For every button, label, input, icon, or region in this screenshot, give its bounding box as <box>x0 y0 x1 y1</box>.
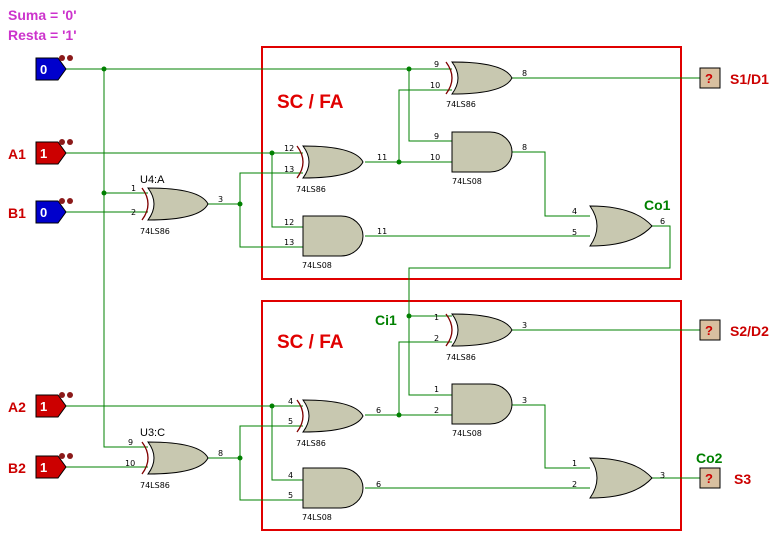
svg-text:10: 10 <box>430 81 440 90</box>
svg-text:11: 11 <box>377 153 387 162</box>
fa-block-1 <box>261 46 682 280</box>
svg-text:5: 5 <box>288 417 293 426</box>
svg-text:13: 13 <box>284 238 294 247</box>
svg-text:13: 13 <box>284 165 294 174</box>
input-a1[interactable]: 1 <box>35 141 67 165</box>
and-gate-1a[interactable] <box>302 215 364 257</box>
svg-text:0: 0 <box>40 62 47 77</box>
svg-text:1: 1 <box>40 146 47 161</box>
svg-text:5: 5 <box>572 228 577 237</box>
input-b2-label: B2 <box>8 460 26 476</box>
svg-text:12: 12 <box>284 144 294 153</box>
carry-ci1-label: Ci1 <box>375 312 397 328</box>
svg-text:0: 0 <box>40 205 47 220</box>
junctions <box>101 66 412 461</box>
xor-gate-2a[interactable] <box>296 399 364 433</box>
and-gate-2a[interactable] <box>302 467 364 509</box>
gate-type-and1b: 74LS08 <box>452 177 482 186</box>
fa-block-1-title: SC / FA <box>277 92 344 113</box>
svg-text:1: 1 <box>40 399 47 414</box>
probe-s1d1[interactable]: ? <box>699 67 721 89</box>
fa-block-2-title: SC / FA <box>277 332 344 353</box>
svg-text:10: 10 <box>430 153 440 162</box>
carry-co1-label: Co1 <box>644 197 671 213</box>
input-a2-label: A2 <box>8 399 26 415</box>
gate-type-and1a: 74LS08 <box>302 261 332 270</box>
svg-text:?: ? <box>705 471 713 486</box>
xor-gate-2b[interactable] <box>445 313 513 347</box>
svg-text:2: 2 <box>434 334 439 343</box>
svg-text:?: ? <box>705 323 713 338</box>
probe-s2d2[interactable]: ? <box>699 319 721 341</box>
svg-text:9: 9 <box>434 132 439 141</box>
xor-gate-u3c[interactable] <box>141 441 209 475</box>
gate-type-u4a: 74LS86 <box>140 227 170 236</box>
input-b1[interactable]: 0 <box>35 200 67 224</box>
svg-text:3: 3 <box>218 195 223 204</box>
gate-type-and2b: 74LS08 <box>452 429 482 438</box>
or-gate-2[interactable] <box>589 457 653 499</box>
svg-text:2: 2 <box>434 406 439 415</box>
svg-text:1: 1 <box>131 184 136 193</box>
svg-text:3: 3 <box>522 321 527 330</box>
gate-type-xor1b: 74LS86 <box>446 100 476 109</box>
svg-text:1: 1 <box>434 385 439 394</box>
svg-text:10: 10 <box>125 459 135 468</box>
svg-text:1: 1 <box>40 460 47 475</box>
output-s3-label: S3 <box>734 471 751 487</box>
xor-gate-1b[interactable] <box>445 61 513 95</box>
svg-text:4: 4 <box>572 207 577 216</box>
input-mode[interactable]: 0 <box>35 57 67 81</box>
svg-text:2: 2 <box>572 480 577 489</box>
probe-s3[interactable]: ? <box>699 467 721 489</box>
mode-note-sum: Suma = '0' <box>8 7 77 23</box>
carry-co2-label: Co2 <box>696 450 723 466</box>
wires <box>66 68 700 501</box>
svg-text:8: 8 <box>522 69 527 78</box>
gate-label-u3c: U3:C <box>140 427 165 439</box>
fa-block-2 <box>261 300 682 531</box>
gate-type-u3c: 74LS86 <box>140 481 170 490</box>
mode-note-sub: Resta = '1' <box>8 27 77 43</box>
gate-type-xor2b: 74LS86 <box>446 353 476 362</box>
xor-gate-u4a[interactable] <box>141 187 209 221</box>
svg-text:8: 8 <box>522 143 527 152</box>
svg-text:9: 9 <box>434 60 439 69</box>
svg-text:4: 4 <box>288 397 293 406</box>
or-gate-1[interactable] <box>589 205 653 247</box>
gate-label-u4a: U4:A <box>140 174 165 186</box>
svg-text:9: 9 <box>128 438 133 447</box>
output-s2d2-label: S2/D2 <box>730 323 769 339</box>
gate-type-and2a: 74LS08 <box>302 513 332 522</box>
svg-text:?: ? <box>705 71 713 86</box>
gate-type-xor2a: 74LS86 <box>296 439 326 448</box>
svg-text:5: 5 <box>288 491 293 500</box>
svg-text:2: 2 <box>131 208 136 217</box>
input-a2[interactable]: 1 <box>35 394 67 418</box>
input-b1-label: B1 <box>8 205 26 221</box>
svg-text:1: 1 <box>434 313 439 322</box>
logic-state-dots <box>59 55 73 459</box>
svg-text:6: 6 <box>376 406 381 415</box>
and-gate-2b[interactable] <box>451 383 513 425</box>
input-a1-label: A1 <box>8 146 26 162</box>
svg-text:3: 3 <box>660 471 665 480</box>
and-gate-1b[interactable] <box>451 131 513 173</box>
svg-text:1: 1 <box>572 459 577 468</box>
svg-text:12: 12 <box>284 218 294 227</box>
output-s1d1-label: S1/D1 <box>730 71 769 87</box>
svg-text:6: 6 <box>376 480 381 489</box>
svg-text:11: 11 <box>377 227 387 236</box>
gate-type-xor1a: 74LS86 <box>296 185 326 194</box>
svg-text:3: 3 <box>522 396 527 405</box>
xor-gate-1a[interactable] <box>296 145 364 179</box>
input-b2[interactable]: 1 <box>35 455 67 479</box>
svg-text:6: 6 <box>660 217 665 226</box>
svg-text:8: 8 <box>218 449 223 458</box>
svg-text:4: 4 <box>288 471 293 480</box>
